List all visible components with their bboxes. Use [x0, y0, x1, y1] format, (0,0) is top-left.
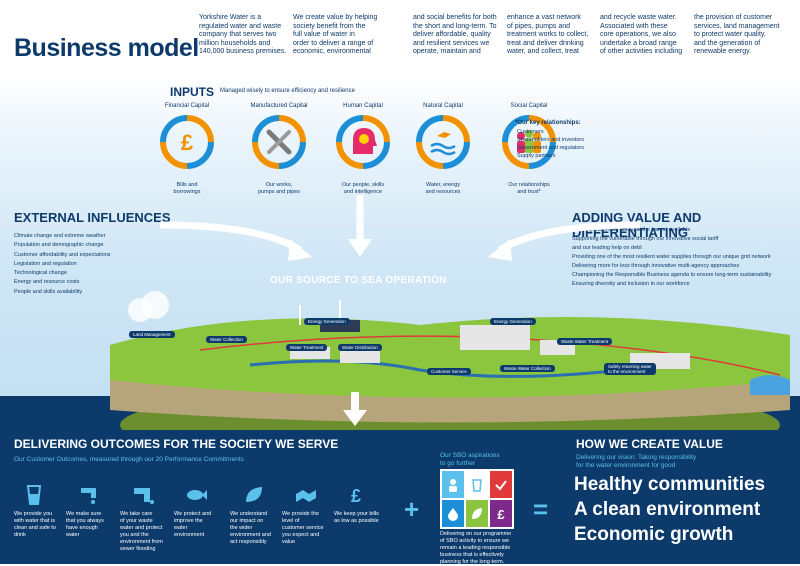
callout-water-treatment: Water Treatment — [286, 344, 328, 351]
tap-icon — [81, 488, 96, 504]
list-item: Delivering more for less through innovat… — [572, 263, 740, 269]
list-item: Government and regulators — [517, 145, 584, 151]
outcome-text: We keep your bills as low as possible — [334, 511, 379, 524]
callout-customer-service: Customer Service — [427, 368, 471, 375]
pound-icon: £ — [351, 486, 361, 506]
operation-title: OUR SOURCE TO SEA OPERATION — [270, 275, 447, 286]
flow-arrows — [159, 195, 641, 261]
intro-column-6: the provision of customer services, land… — [694, 14, 780, 56]
callout-water-collection: Water Collection — [206, 336, 247, 343]
outcome-text: We protect and improve the water environ… — [174, 511, 212, 538]
outcomes-title: DELIVERING OUTCOMES FOR THE SOCIETY WE S… — [14, 437, 339, 451]
list-item: Supporting the vulnerable through our in… — [572, 236, 719, 251]
sbo-title: Our SBO aspirations to go further — [440, 452, 500, 467]
value-title: HOW WE CREATE VALUE — [576, 437, 723, 451]
tools-icon — [252, 115, 306, 169]
natural-capital-title: Natural Capital — [423, 103, 463, 109]
social-capital-title: Social Capital — [510, 103, 548, 109]
equals-operator: = — [533, 494, 549, 524]
list-item: Keeping water bills amongst the lowest a… — [572, 227, 691, 233]
social-capital-label: Our relationships and trust* — [508, 182, 550, 195]
people-icon — [502, 115, 556, 169]
cup-icon — [466, 471, 488, 498]
sbo-icon-grid: £ — [440, 469, 514, 529]
list-item: Championing the Responsible Business age… — [572, 272, 772, 278]
inputs-title: INPUTS — [170, 85, 215, 99]
intro-column-1: Yorkshire Water is a regulated water and… — [199, 14, 287, 56]
water-bird-icon — [416, 115, 470, 169]
list-item: Population and demographic change — [14, 242, 104, 249]
svg-text:£: £ — [497, 507, 505, 522]
check-icon — [490, 471, 512, 498]
down-arrow-icon — [343, 392, 367, 426]
list-item: Shareholders and investors — [517, 137, 584, 143]
list-item: Supply partners — [517, 153, 556, 159]
outcome-text: We understand our impact on the wider en… — [230, 511, 271, 545]
sbo-description: Delivering on our programme of SBO activ… — [440, 531, 512, 565]
value-subtitle: Delivering our vision: Taking responsibi… — [576, 454, 697, 469]
callout-energy-generation-2: Energy Generation — [490, 318, 536, 325]
financial-capital-label: Bills and borrowings — [173, 182, 201, 195]
list-item: Customers — [517, 129, 544, 135]
callout-energy-generation-1: Energy Generation — [304, 318, 350, 325]
value-item-economic-growth: Economic growth — [574, 524, 734, 545]
human-capital-title: Human Capital — [343, 103, 383, 109]
list-item: Technological change — [14, 270, 67, 277]
svg-text:£: £ — [351, 486, 361, 506]
head-lightbulb-icon — [336, 115, 390, 169]
adding-value-list: Keeping water bills amongst the lowest a… — [572, 226, 797, 289]
callout-water-distribution: Water Distribution — [338, 344, 382, 351]
page-title: Business model — [14, 34, 199, 62]
person-icon — [442, 471, 464, 498]
intro-column-2: We create value by helping society benef… — [293, 14, 378, 56]
human-capital-label: Our people, skills and intelligence — [341, 182, 385, 195]
inputs-subtitle: Managed wisely to ensure efficiency and … — [220, 88, 355, 94]
callout-waste-water-collection: Waste Water Collection — [500, 365, 555, 372]
list-item: Climate change and extreme weather — [14, 233, 106, 239]
key-relationships-list: Customers Shareholders and investors Gov… — [517, 128, 584, 160]
financial-capital-title: Financial Capital — [164, 103, 210, 109]
plus-operator: + — [404, 494, 420, 524]
callout-safely-returning: Safely returning water to the environmen… — [604, 363, 656, 375]
external-influences-title: EXTERNAL INFLUENCES — [14, 210, 171, 225]
callout-waste-water-treatment: Waste Water Treatment — [557, 338, 613, 345]
leaf-icon — [246, 487, 262, 502]
water-drop-icon — [442, 500, 464, 527]
leaf-icon — [466, 500, 488, 527]
list-item: People and skills availability — [14, 288, 83, 295]
value-item-healthy-communities: Healthy communities — [574, 474, 766, 495]
list-item: Legislation and regulation — [14, 260, 77, 267]
pound-icon: £ — [160, 115, 214, 169]
callout-land-management: Land Management — [129, 331, 175, 338]
list-item: Ensuring diversity and inclusion in our … — [572, 281, 690, 287]
external-influences-list: Climate change and extreme weather Popul… — [14, 232, 111, 297]
list-item: Providing one of the most resilient wate… — [572, 254, 771, 260]
list-item: Energy and resource costs — [14, 279, 80, 286]
intro-column-3: and social benefits for both the short a… — [413, 14, 497, 56]
svg-text:£: £ — [181, 130, 194, 155]
outcome-text: We make sure that you always have enough… — [66, 511, 104, 538]
list-item: Customer affordability and expectations — [14, 251, 111, 258]
fish-icon — [187, 490, 207, 500]
value-item-clean-environment: A clean environment — [574, 499, 761, 520]
intro-column-5: and recycle waste water. Associated with… — [600, 14, 683, 56]
outcome-text: We take care of your waste water and pro… — [120, 511, 163, 552]
manufactured-capital-title: Manufactured Capital — [250, 103, 308, 109]
handshake-icon — [296, 490, 316, 502]
intro-column-4: enhance a vast network of pipes, pumps a… — [507, 14, 589, 56]
outcomes-subtitle: Our Customer Outcomes, measured through … — [14, 456, 244, 463]
glass-icon — [26, 485, 42, 505]
pipe-icon — [134, 488, 154, 504]
adding-value-title: ADDING VALUE AND DIFFERENTIATING — [572, 210, 702, 240]
pound-icon: £ — [490, 500, 512, 527]
source-to-sea-landscape — [110, 291, 790, 430]
outcome-text: We provide you with water that is clean … — [14, 511, 56, 538]
key-relationships-title: *Our key relationships: — [515, 120, 581, 126]
natural-capital-label: Water, energy and resources — [425, 182, 461, 195]
manufactured-capital-label: Our works, pumps and pipes — [258, 182, 300, 195]
outcome-text: We provide the level of customer service… — [282, 511, 324, 545]
